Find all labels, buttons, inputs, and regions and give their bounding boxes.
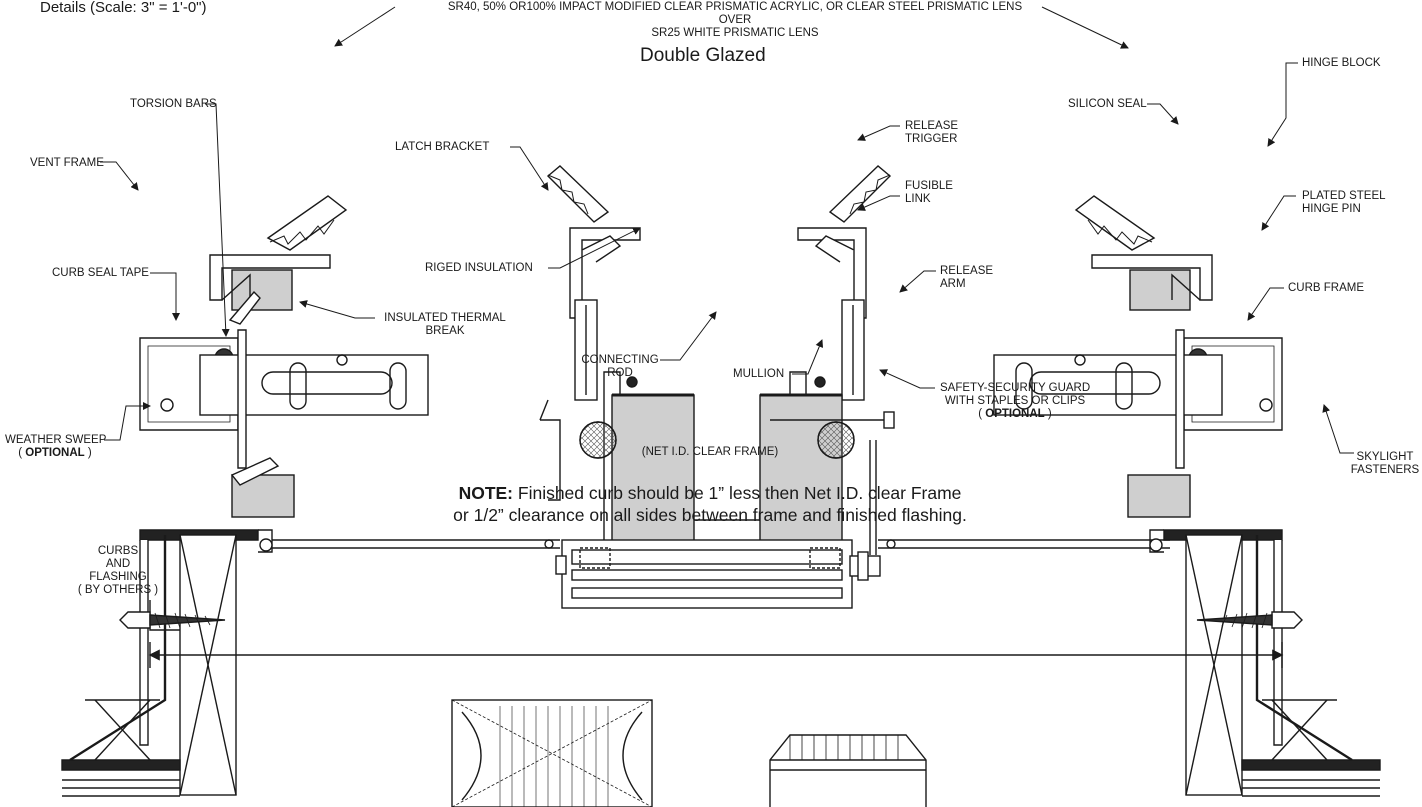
label-torsion-bars: TORSION BARS <box>130 98 217 110</box>
lens-line-2: OVER <box>718 14 752 26</box>
center-left-rail <box>569 227 641 401</box>
label-weather-sweep: WEATHER SWEEP ( OPTIONAL ) <box>5 434 107 459</box>
center-right-lens-edge <box>828 165 892 223</box>
center-left-lens-edge <box>546 165 610 223</box>
elevation-view-skylight <box>769 734 927 807</box>
right-curb-frame <box>1127 329 1283 746</box>
curb-note: NOTE: Finished curb should be 1” less th… <box>453 483 967 525</box>
label-riged-insulation: RIGED INSULATION <box>425 262 533 274</box>
label-hinge-block: HINGE BLOCK <box>1302 57 1381 69</box>
right-fastener <box>1196 611 1303 629</box>
scale-text: Details (Scale: 3" = 1'-0") <box>40 0 207 16</box>
left-curb-frame <box>139 329 560 746</box>
right-wood-curb <box>1185 534 1381 797</box>
label-curb-frame: CURB FRAME <box>1288 282 1365 294</box>
label-plated-steel-hinge-pin: PLATED STEEL HINGE PIN <box>1302 190 1386 215</box>
latch-cylinders <box>579 421 855 459</box>
latch-bracket-plate <box>539 399 561 501</box>
center-right-rail <box>797 227 867 401</box>
label-curb-seal-tape: CURB SEAL TAPE <box>52 267 149 279</box>
left-hinge-plate <box>199 354 429 416</box>
mullion-channel <box>603 371 843 556</box>
label-skylight-fasteners: SKYLIGHT FASTENERS <box>1350 451 1420 476</box>
plan-view-skylight <box>451 699 653 807</box>
label-insulated-thermal-break: INSULATED THERMAL BREAK <box>384 312 506 337</box>
release-rod <box>770 411 895 555</box>
lens-description: SR40, 50% OR100% IMPACT MODIFIED CLEAR P… <box>395 1 1075 40</box>
net-id-dimension <box>148 642 1284 668</box>
right-upper-glazing-rail <box>1091 254 1213 311</box>
lens-line-3: SR25 WHITE PRISMATIC LENS <box>651 27 819 39</box>
label-safety-security-guard: SAFETY-SECURITY GUARD WITH STAPLES OR CL… <box>940 382 1091 420</box>
left-wood-curb <box>61 534 237 797</box>
right-lens-edge <box>1074 195 1156 251</box>
label-mullion: MULLION <box>733 368 785 380</box>
left-lens-edge <box>266 195 348 251</box>
label-fusible-link: FUSIBLE LINK <box>905 180 953 205</box>
left-upper-glazing-rail <box>209 254 331 325</box>
glazing-title: Double Glazed <box>640 45 766 66</box>
label-release-arm: RELEASE ARM <box>940 265 994 290</box>
label-latch-bracket: LATCH BRACKET <box>395 141 490 153</box>
left-fastener <box>119 611 226 629</box>
label-curbs-and-flashing: CURBS AND FLASHING ( BY OTHERS ) <box>77 545 159 596</box>
right-guard-line <box>878 539 1170 549</box>
label-net-id-clear-frame: (NET I.D. CLEAR FRAME) <box>641 446 779 458</box>
label-silicon-seal: SILICON SEAL <box>1068 98 1147 110</box>
lens-line-1: SR40, 50% OR100% IMPACT MODIFIED CLEAR P… <box>447 1 1023 13</box>
label-connecting-rod: CONNECTING ROD <box>581 354 659 379</box>
leader-lines <box>100 6 1354 454</box>
label-release-trigger: RELEASE TRIGGER <box>905 120 959 145</box>
label-vent-frame: VENT FRAME <box>30 157 104 169</box>
connecting-rod-box <box>555 539 881 609</box>
